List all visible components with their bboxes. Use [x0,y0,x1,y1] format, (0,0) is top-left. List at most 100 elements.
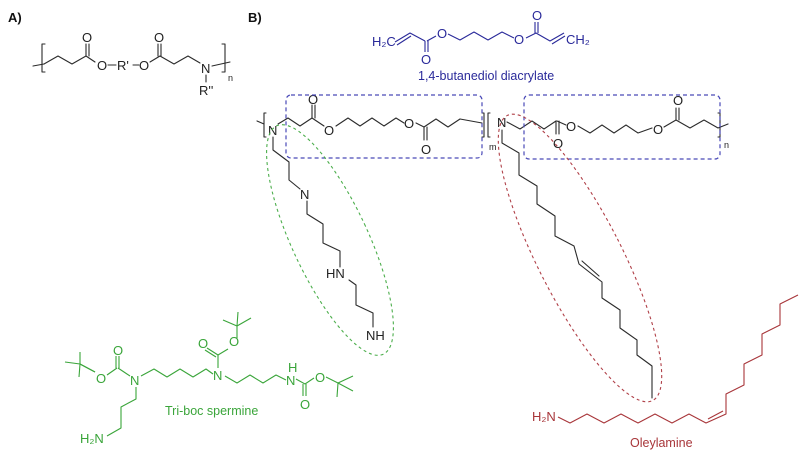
carbonyl-oxygen: O [82,30,92,45]
triboc-spermine-caption: Tri-boc spermine [165,404,258,418]
bond [506,120,557,130]
bracket-mid-right [481,112,485,138]
spermine-hn: HN [326,266,345,281]
carbonyl-oxygen: O [553,136,563,151]
spermine-nitrogen: N [300,187,309,202]
bond [117,367,131,377]
butane-chain [335,117,405,127]
spermine-highlight-ellipse [266,124,394,356]
bond [217,348,229,356]
bond [256,120,265,125]
r-prime: R' [117,58,129,73]
double-bond [396,35,412,46]
tbutyl-top [222,311,252,338]
carbonyl-bond [302,384,307,396]
carbonyl-oxygen: O [308,92,318,107]
carbonyl-bond [311,104,316,119]
carbonyl-bond [423,126,428,141]
carbonyl-bond-2 [157,43,162,57]
polymer-backbone: N O O O O m N O O O O n N HN NH [256,92,729,399]
chain-bonds [43,55,96,65]
carbonyl-bond [85,43,90,57]
butyl-linker [140,368,214,378]
oleylamine: H₂N Oleylamine [532,294,799,450]
repeat-subscript-n: n [228,73,233,83]
carbonyl-oxygen-right: O [532,8,542,23]
oleyl-chain [501,129,653,399]
carbonyl-bond [204,347,219,358]
amine-nitrogen: N [201,61,210,76]
oleylamine-caption: Oleylamine [630,436,693,450]
diacrylate-highlight-box-2 [523,94,721,160]
spermine-nh: NH [366,328,385,343]
ester-oxygen-right: O [139,58,149,73]
spermine-chain-3 [348,279,374,328]
bond [525,32,565,42]
boc-oxygen: O [315,370,325,385]
ester-oxygen: O [324,123,334,138]
bond [295,378,306,385]
aminopropyl-chain [106,387,137,437]
bond [304,377,315,385]
ester-oxygen: O [566,119,576,134]
carbamate-nitrogen: N [286,373,295,388]
butane-chain [447,31,515,41]
boc-carbonyl-oxygen: O [300,397,310,412]
bond [106,367,118,376]
panel-label-a: A) [8,10,22,25]
ester-oxygen-left: O [97,58,107,73]
carbamate-h: H [288,360,297,375]
general-pbae-structure: O O R' O O N R'' n [32,30,233,98]
carbonyl-oxygen: O [421,142,431,157]
ester-oxygen-right: O [514,32,524,47]
backbone-nitrogen-2: N [497,115,506,130]
bond [211,61,231,67]
boc-carbonyl-oxygen: O [198,336,208,351]
boc-nitrogen-2: N [213,368,222,383]
carbonyl-bond [424,41,429,52]
bond [459,118,483,124]
bracket-left [263,112,267,138]
ester-oxygen-left: O [437,26,447,41]
oleyl-chain [557,294,799,424]
double-bond [551,35,566,45]
diacrylate-highlight-box-1 [285,94,483,159]
oleylamine-amine: H₂N [532,409,556,424]
bracket-mid-left [487,112,491,138]
r-double-prime: R'' [199,83,213,98]
boc-nitrogen-1: N [130,373,139,388]
diacrylate-caption: 1,4-butanediol diacrylate [418,69,554,83]
spermine-chain-2 [306,200,341,268]
panel-label-b: B) [248,10,262,25]
bond [415,118,461,128]
spermine-chain-1 [272,136,301,190]
carbonyl-oxygen-2: O [154,30,164,45]
butane-chain [577,124,653,134]
bracket-right [221,43,226,73]
bracket-left [41,43,46,73]
repeat-subscript-m: m [489,142,497,152]
bond [277,117,325,127]
repeat-subscript-n: n [724,140,729,150]
boc-oxygen: O [229,334,239,349]
carbonyl-bond [115,356,120,368]
backbone-nitrogen-1: N [268,123,277,138]
ester-oxygen: O [404,116,414,131]
carbonyl-bond [534,22,539,33]
tbutyl-right [325,375,354,398]
boc-carbonyl-oxygen: O [113,343,123,358]
terminal-amine: H₂N [80,431,104,446]
cis-double-bond [581,260,600,277]
cis-double-bond [707,410,724,420]
carbonyl-oxygen: O [673,93,683,108]
bond [426,35,437,42]
propyl-linker [224,374,287,384]
oleyl-highlight-ellipse [497,113,663,403]
carbonyl-bond [675,107,680,121]
triboc-spermine: O O N H₂N N O O N H O O Tri-boc spermine [64,311,354,446]
ester-oxygen: O [653,122,663,137]
carbonyl-bond [555,120,560,135]
bond [556,120,567,126]
bond [663,119,729,129]
